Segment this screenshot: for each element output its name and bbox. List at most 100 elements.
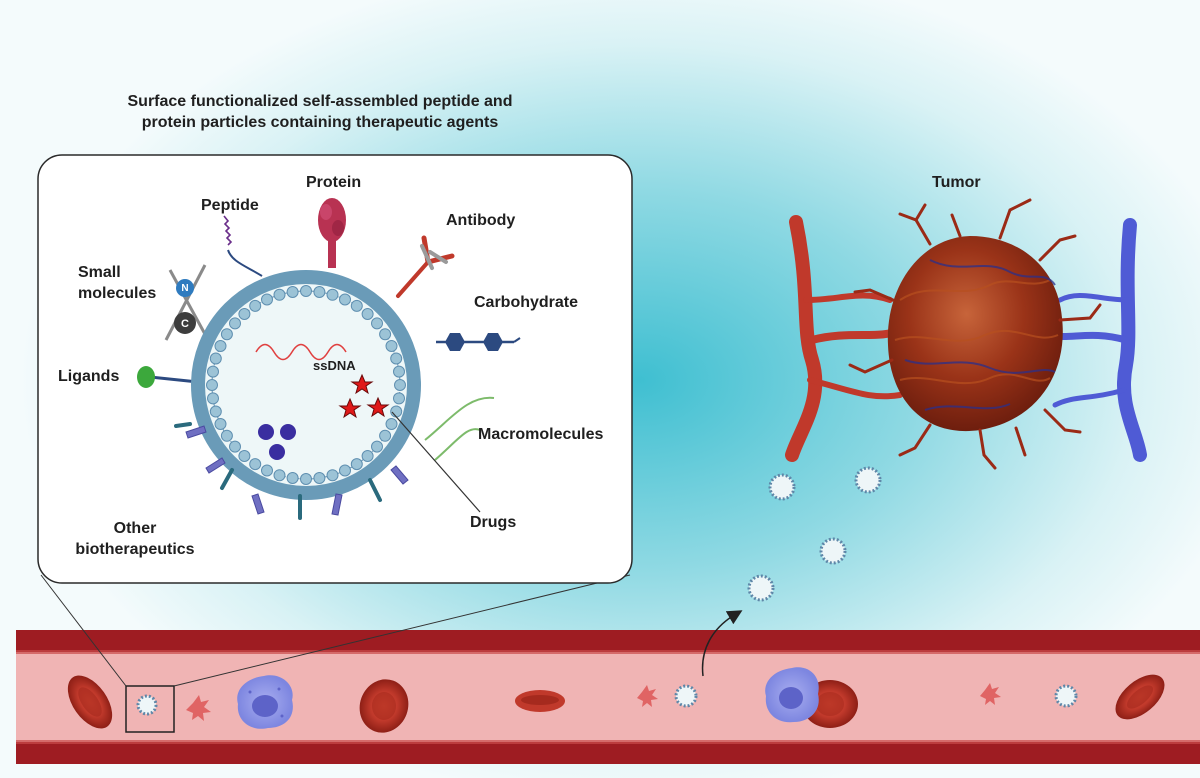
carbohydrate-molecule <box>436 333 521 351</box>
ligand-stem <box>149 375 199 384</box>
nanoparticle <box>854 466 882 494</box>
membrane-bead <box>339 464 351 477</box>
label-macromolecules: Macromolecules <box>478 426 604 443</box>
nanoparticle <box>1054 684 1078 708</box>
membrane-bead <box>361 308 374 320</box>
label-tumor: Tumor <box>932 174 981 191</box>
membrane-bead <box>273 469 286 482</box>
immune-cell <box>237 675 293 729</box>
membrane-bead <box>379 429 392 442</box>
platelet <box>186 695 211 721</box>
label-small-molecules: Small molecules <box>78 264 157 302</box>
membrane-bead <box>206 379 218 391</box>
label-carbohydrate: Carbohydrate <box>474 294 579 311</box>
tumor-mass <box>848 198 1102 470</box>
label-protein: Protein <box>306 174 362 191</box>
membrane-bead <box>286 472 299 484</box>
immune-cell <box>765 667 819 723</box>
membrane-bead <box>313 286 326 298</box>
nanoparticle <box>674 684 698 708</box>
membrane-bead <box>371 440 383 453</box>
membrane-bead <box>394 379 406 391</box>
membrane-bead <box>261 293 273 306</box>
label-ssdna: ssDNA <box>313 358 356 373</box>
platelet <box>980 683 1001 705</box>
membrane-bead <box>339 293 351 306</box>
drug-stars <box>338 373 390 419</box>
membrane-bead <box>209 405 222 418</box>
particle-diagram <box>137 198 521 520</box>
membrane-bead <box>207 365 219 378</box>
membrane-bead <box>238 450 251 462</box>
zoom-box <box>125 685 175 733</box>
membrane-bead <box>326 469 339 482</box>
membrane-bead <box>273 288 286 301</box>
nanoparticle <box>819 537 847 565</box>
label-drugs: Drugs <box>470 514 517 531</box>
membrane-bead <box>249 299 262 312</box>
membrane-beads <box>206 285 406 485</box>
red-blood-cell <box>515 690 565 712</box>
particle-shell <box>191 270 421 500</box>
macromolecule-strand <box>434 428 481 461</box>
red-blood-cell <box>359 679 409 733</box>
artery <box>785 215 823 462</box>
membrane-bead <box>390 405 403 418</box>
red-blood-cell <box>67 675 113 729</box>
figure-title: Surface functionalized self-assembled pe… <box>127 93 513 131</box>
membrane-bead <box>220 328 233 341</box>
membrane-bead <box>350 458 363 471</box>
vein <box>1117 218 1147 462</box>
drugs-leader-line <box>391 411 481 513</box>
membrane-bead <box>249 458 262 471</box>
membrane-bead <box>214 418 227 430</box>
small-molecule <box>164 264 208 341</box>
membrane-bead <box>313 472 326 484</box>
red-blood-cell <box>1115 674 1165 720</box>
blood-vessel <box>16 630 1200 764</box>
platelet <box>637 685 658 707</box>
membrane-bead <box>220 429 233 442</box>
label-peptide: Peptide <box>201 197 259 214</box>
biotherapeutic-stems <box>174 422 382 520</box>
zoom-line-right <box>173 574 631 687</box>
membrane-bead <box>393 392 405 405</box>
biotherapeutic-molecules <box>185 425 409 516</box>
zoom-line-left <box>40 574 127 687</box>
membrane-bead <box>350 299 363 312</box>
atom-nitrogen: N <box>181 283 189 294</box>
peptide-chain <box>223 215 233 246</box>
membrane-bead <box>229 440 241 453</box>
vessel-wall-bottom <box>16 742 1200 764</box>
membrane-bead <box>207 392 219 405</box>
nanoparticle <box>747 574 775 602</box>
membrane-bead <box>238 308 251 320</box>
membrane-bead <box>379 328 392 341</box>
label-antibody: Antibody <box>446 212 516 229</box>
atom-carbon: C <box>181 318 189 330</box>
membrane-bead <box>390 352 403 365</box>
label-other-biotherapeutics: Other biotherapeutics <box>75 520 195 558</box>
encapsulated-spheres <box>258 424 296 460</box>
membrane-bead <box>261 464 273 477</box>
protein-molecule <box>318 198 346 268</box>
nanoparticle <box>136 694 158 716</box>
ligand-head <box>137 366 155 388</box>
membrane-bead <box>385 340 398 352</box>
label-ligands: Ligands <box>58 368 120 385</box>
membrane-bead <box>209 352 222 365</box>
membrane-bead <box>214 340 227 352</box>
ssdna-strand <box>255 343 347 361</box>
nanoparticle <box>768 473 796 501</box>
membrane-bead <box>229 317 241 330</box>
membrane-bead <box>300 473 312 485</box>
extravasation-arrow <box>701 610 743 677</box>
membrane-bead <box>300 285 312 297</box>
membrane-bead <box>286 286 299 298</box>
membrane-bead <box>393 365 405 378</box>
membrane-bead <box>326 288 339 301</box>
vessel-wall-top <box>16 630 1200 652</box>
vessel-lumen <box>16 652 1200 742</box>
